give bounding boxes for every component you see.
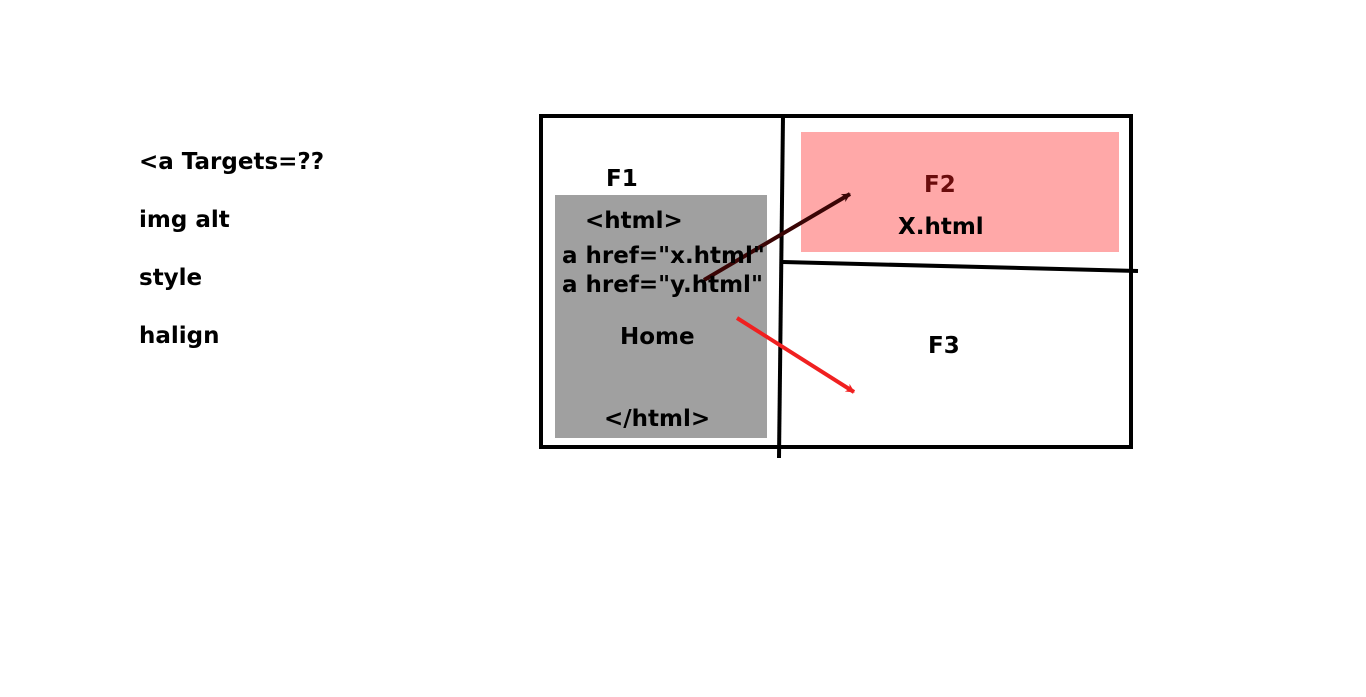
note-halign: halign xyxy=(139,323,220,349)
f1-code-panel xyxy=(555,195,767,438)
note-img-alt: img alt xyxy=(139,207,230,233)
f2-label: F2 xyxy=(924,172,956,198)
f1-link-y: a href="y.html" xyxy=(562,272,763,298)
f2-page-panel xyxy=(801,132,1119,252)
arrow-to-f3 xyxy=(735,316,856,394)
f1-html-close-tag: </html> xyxy=(604,406,711,432)
notes-list: <a Targets=?? img alt style halign xyxy=(139,148,324,380)
f2-page-name: X.html xyxy=(898,214,984,240)
f1-html-open-tag: <html> xyxy=(585,208,683,234)
f1-home-text: Home xyxy=(620,324,695,350)
arrow-to-f2 xyxy=(702,192,852,282)
f1-link-x: a href="x.html" xyxy=(562,243,765,269)
frame-divider-vertical xyxy=(777,115,785,459)
frame-divider-horizontal xyxy=(782,260,1139,273)
f1-label: F1 xyxy=(606,166,638,192)
note-style: style xyxy=(139,265,203,291)
frameset-outline xyxy=(539,114,1133,449)
note-targets: <a Targets=?? xyxy=(139,149,325,175)
f3-label: F3 xyxy=(928,333,960,359)
